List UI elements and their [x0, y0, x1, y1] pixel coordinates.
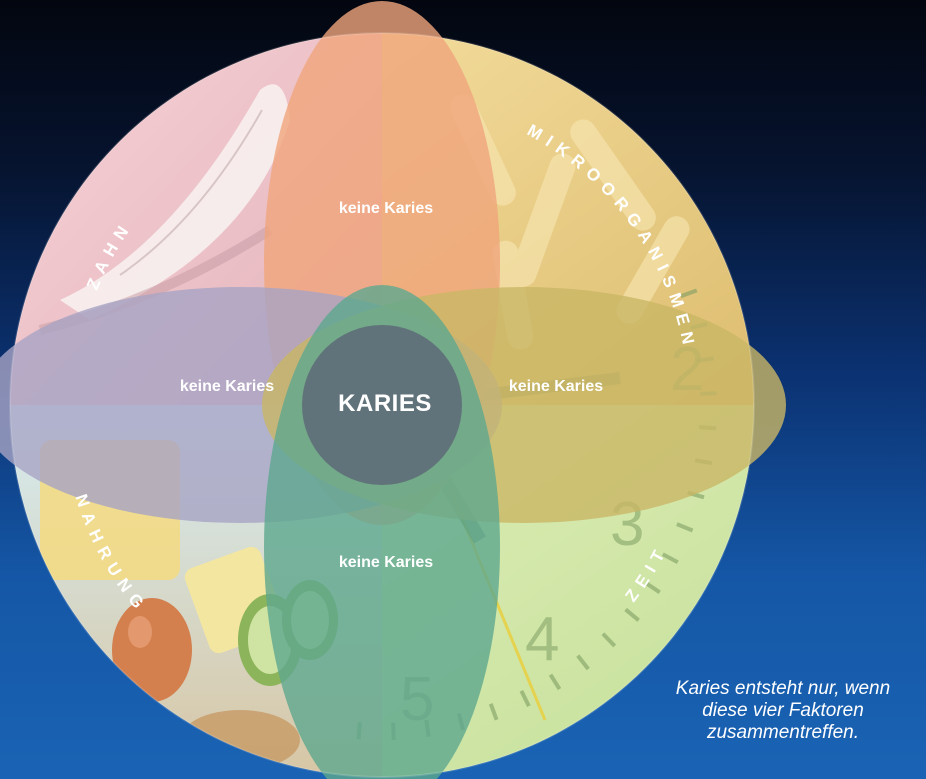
- clock-tick: [661, 552, 679, 565]
- petal-left-label: keine Karies: [179, 378, 275, 395]
- clock-tick: [680, 288, 698, 299]
- caption-line-2: diese vier Faktoren: [702, 700, 864, 722]
- caption-line-3: zusammentreffen.: [706, 722, 860, 744]
- clock-tick: [488, 703, 499, 721]
- clock-number-4: 4: [525, 605, 559, 674]
- center-label: KARIES: [338, 390, 432, 417]
- clock-tick: [576, 654, 590, 671]
- clock-tick: [548, 673, 562, 691]
- petals: [0, 1, 786, 779]
- center-overlap: [302, 325, 462, 485]
- outer-circle: [9, 32, 755, 778]
- petal-top-label: keine Karies: [338, 200, 434, 217]
- petal-right-label: keine Karies: [508, 378, 604, 395]
- clock-tick: [676, 522, 694, 533]
- clock-tick: [644, 581, 661, 594]
- clock-tick: [624, 607, 640, 622]
- caption: Karies entsteht nur, wenn diese vier Fak…: [640, 678, 926, 744]
- clock-tick: [519, 689, 531, 707]
- clock-tick: [601, 632, 617, 648]
- caption-line-1: Karies entsteht nur, wenn: [675, 678, 891, 699]
- petal-bottom-label: keine Karies: [338, 554, 434, 571]
